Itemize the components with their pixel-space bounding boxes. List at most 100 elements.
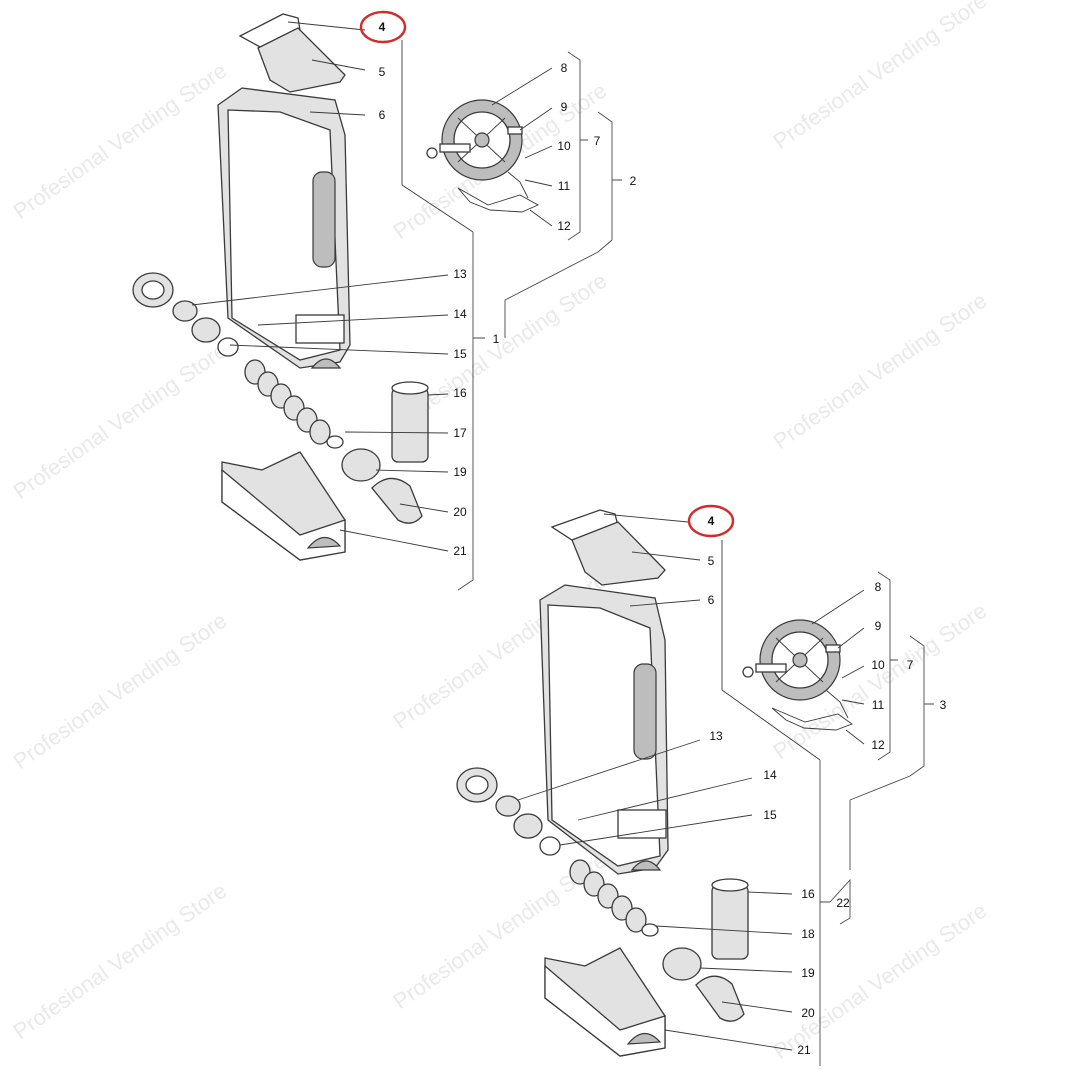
hopper-handle: [633, 663, 657, 760]
callout-label: 2: [630, 174, 637, 188]
spring-clip: [771, 707, 853, 731]
callout-label: 8: [875, 580, 882, 594]
callout-label: 4: [379, 20, 386, 34]
drip-tray-front: [544, 964, 666, 1057]
callout-label: 13: [709, 729, 723, 743]
highlight-ring: [687, 504, 735, 538]
hopper-handle: [312, 171, 336, 268]
hopper-front: [547, 604, 661, 867]
callout-label: 21: [453, 544, 467, 558]
hopper-base-cutout: [310, 358, 342, 369]
sprocket-shaft: [439, 143, 471, 153]
callout-label: 7: [907, 658, 914, 672]
callout-label: 13: [453, 267, 467, 281]
screw-part: [426, 147, 438, 159]
assembly-top: 4 5 6 8 9 10 7 2 11 12 13 14 15 1 16 17 …: [132, 10, 637, 591]
spring-wire: [507, 171, 529, 199]
callout-label: 19: [801, 966, 815, 980]
callout-label: 5: [708, 554, 715, 568]
ring-nut-inner: [465, 775, 489, 795]
watermark: Profesional Vending Store: [9, 338, 232, 504]
callout-label: 14: [453, 307, 467, 321]
callout-label: 15: [453, 347, 467, 361]
callout-label: 20: [453, 505, 467, 519]
callout-label: 7: [594, 134, 601, 148]
callout-label: 11: [872, 698, 885, 712]
sprocket-shaft: [755, 663, 787, 673]
bracket-7-top: [567, 51, 588, 241]
callout-label: 10: [557, 139, 571, 153]
sprocket-wheel: [441, 99, 523, 181]
callout-label: 9: [561, 100, 568, 114]
drip-tray-cutout: [306, 536, 342, 549]
callout-label: 9: [875, 619, 882, 633]
callout-label: 21: [797, 1043, 811, 1057]
spring-clip: [457, 187, 540, 213]
callout-label: 8: [561, 61, 568, 75]
watermark: Profesional Vending Store: [9, 608, 232, 774]
watermark: Profesional Vending Store: [9, 878, 232, 1044]
callout-label: 6: [379, 108, 386, 122]
pin-part: [507, 126, 523, 135]
outlet-ring: [662, 947, 702, 981]
callout-label: 16: [801, 887, 815, 901]
callout-label: 16: [453, 386, 467, 400]
callout-label: 6: [708, 593, 715, 607]
washer-part: [217, 337, 239, 357]
callout-label: 11: [558, 179, 571, 193]
callout-label: 22: [836, 896, 850, 910]
lid-part: [550, 509, 619, 543]
sprocket-wheel: [759, 619, 841, 701]
pin-part: [825, 644, 841, 653]
callout-label: 12: [871, 738, 885, 752]
bushing-part: [172, 300, 198, 322]
drip-tray-cutout: [626, 1032, 662, 1045]
hopper-label: [617, 809, 667, 839]
callout-label: 19: [453, 465, 467, 479]
ring-nut-inner: [141, 280, 165, 300]
callout-label: 1: [493, 332, 500, 346]
watermark: Profesional Vending Store: [769, 288, 992, 454]
spout-tube-top: [391, 381, 429, 395]
bracket-1-top: [457, 232, 485, 591]
callout-label: 17: [453, 426, 467, 440]
bushing-part: [513, 813, 543, 839]
callout-label: 10: [871, 658, 885, 672]
highlight-ring: [359, 10, 407, 44]
lid-part: [238, 13, 301, 49]
spout-tube: [391, 387, 429, 463]
callout-label: 15: [763, 808, 777, 822]
bracket-7-bottom: [877, 571, 898, 761]
spout-tube-top: [711, 878, 749, 892]
washer-part: [539, 836, 561, 856]
bracket-2-top: [504, 111, 622, 338]
cover-part: [257, 27, 346, 93]
outlet-elbow: [371, 477, 423, 524]
callout-label: 3: [940, 698, 947, 712]
bushing-part: [191, 317, 221, 343]
hopper-label: [295, 314, 345, 344]
callout-label: 5: [379, 65, 386, 79]
assembly-bottom: 4 5 6 8 9 10 7 3 11 12 13 14 15 16 22 18…: [456, 504, 947, 1066]
auger-screw: [569, 859, 659, 937]
drip-tray-front: [221, 468, 346, 561]
bracket-3-bottom: [849, 635, 934, 870]
bushing-part: [495, 795, 521, 817]
callout-label: 18: [801, 927, 815, 941]
callout-label: 14: [763, 768, 777, 782]
callout-label: 12: [557, 219, 571, 233]
watermark: Profesional Vending Store: [769, 0, 992, 154]
watermark: Profesional Vending Store: [9, 58, 232, 224]
screw-part: [742, 666, 754, 678]
spout-tube: [711, 884, 749, 960]
spring-wire: [825, 689, 849, 719]
cover-part: [571, 521, 666, 586]
outlet-elbow: [695, 975, 745, 1022]
bracket-22-bottom: [819, 760, 851, 1066]
hopper-base-cutout: [630, 860, 662, 871]
outlet-ring: [341, 448, 381, 482]
watermark: Profesional Vending Store: [769, 898, 992, 1064]
callout-label: 4: [708, 514, 715, 528]
callout-label: 20: [801, 1006, 815, 1020]
